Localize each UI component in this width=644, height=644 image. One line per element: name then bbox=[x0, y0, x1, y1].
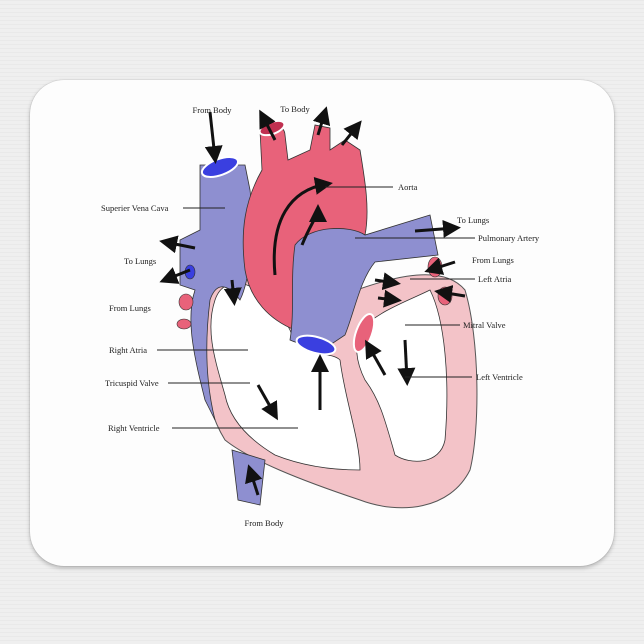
label-pulmonary-artery: Pulmonary Artery bbox=[478, 233, 540, 243]
label-tricuspid-valve: Tricuspid Valve bbox=[105, 378, 159, 388]
leader-lines bbox=[157, 186, 475, 429]
label-from-lungs-left: From Lungs bbox=[109, 303, 151, 313]
label-superior-vena-cava: Superier Vena Cava bbox=[101, 203, 169, 213]
inferior-vena-cava bbox=[231, 449, 266, 506]
label-right-atria: Right Atria bbox=[109, 345, 147, 355]
label-mitral-valve: Mitral Valve bbox=[463, 320, 506, 330]
label-to-lungs-left: To Lungs bbox=[124, 256, 156, 266]
label-from-body-bottom: From Body bbox=[245, 518, 285, 528]
label-aorta: Aorta bbox=[398, 182, 418, 192]
flow-arrows bbox=[159, 106, 466, 496]
label-from-body-top: From Body bbox=[193, 105, 233, 115]
pulmonary-artery bbox=[289, 214, 439, 346]
label-left-atria: Left Atria bbox=[478, 274, 512, 284]
label-right-ventricle: Right Ventricle bbox=[108, 423, 160, 433]
label-to-lungs-right: To Lungs bbox=[457, 215, 489, 225]
label-from-lungs-right: From Lungs bbox=[472, 255, 514, 265]
label-to-body: To Body bbox=[280, 104, 310, 114]
label-left-ventricle: Left Ventricle bbox=[476, 372, 523, 382]
